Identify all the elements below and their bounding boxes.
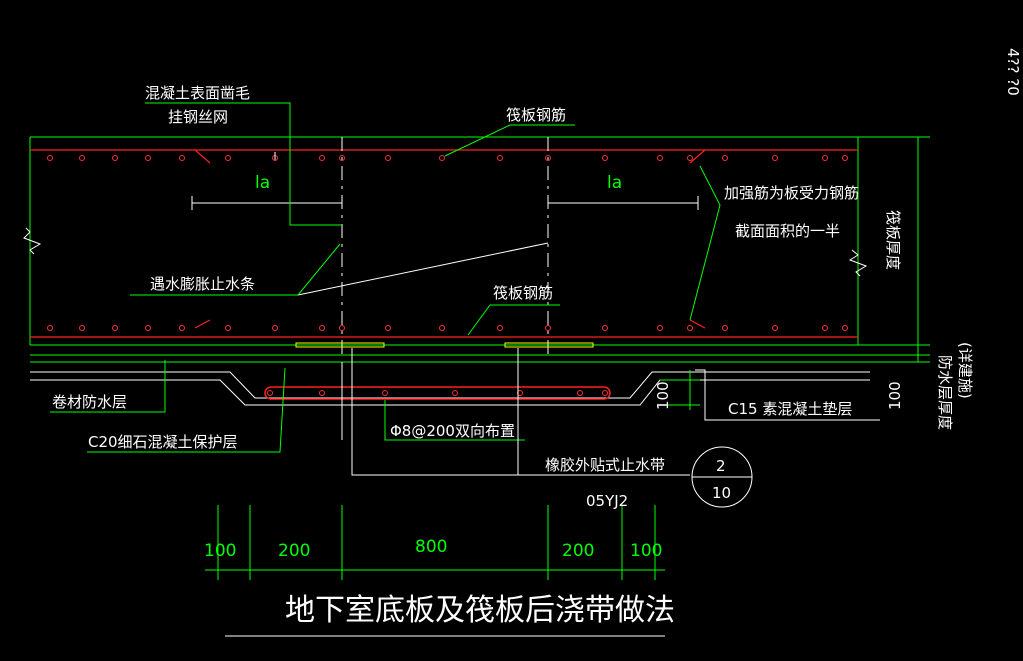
rebar-bar: [145, 325, 151, 331]
label-corner: 4?? ?0: [1004, 48, 1022, 96]
rebar-bar: [79, 155, 85, 161]
rebar-bar: [319, 325, 325, 331]
rebar-bar: [602, 390, 608, 396]
dim-4: 200: [562, 541, 594, 561]
rebar-bar: [225, 155, 231, 161]
pocket-rebar-bars: [267, 390, 608, 396]
lower-leaders: [50, 348, 700, 476]
label-rubber-stop: 橡胶外贴式止水带: [545, 456, 665, 474]
rebar-bar: [225, 325, 231, 331]
label-dim-100-left: 100: [654, 381, 672, 410]
label-top-rebar: 筏板钢筋: [506, 106, 566, 124]
rebar-bar: [602, 155, 608, 161]
slab-outline: [23, 136, 870, 363]
rebar-bar: [452, 390, 458, 396]
rebar-bar: [439, 325, 445, 331]
label-dim-100-right: 100: [886, 381, 904, 410]
label-waterproof-thickness-1: 防水层厚度: [936, 355, 954, 430]
sheet-number: 10: [712, 484, 731, 502]
rebar-bar: [772, 325, 778, 331]
label-wire-mesh: 挂钢丝网: [168, 108, 228, 126]
rebar-bar: [112, 325, 118, 331]
rebar-bar: [545, 155, 551, 161]
label-surface-rough: 混凝土表面凿毛: [145, 84, 250, 102]
rebar-bar: [339, 155, 345, 161]
dim-5: 100: [630, 541, 662, 561]
construction-joints: [341, 137, 549, 355]
label-la-right: la: [607, 173, 622, 193]
label-bar-spec: Φ8@200双向布置: [390, 422, 515, 440]
label-raft-thickness: 筏板厚度: [884, 210, 902, 270]
rebar-bar: [722, 325, 728, 331]
label-swell-strip: 遇水膨胀止水条: [150, 275, 255, 293]
rebar-bar: [385, 325, 391, 331]
rebar-bar: [179, 155, 185, 161]
rebar-bar: [385, 155, 391, 161]
rebar-bar: [842, 325, 848, 331]
rebar-bar: [687, 325, 693, 331]
rebar-bar: [79, 325, 85, 331]
rebar-bar: [822, 155, 828, 161]
rebar-bar: [842, 155, 848, 161]
dim-2: 200: [278, 541, 310, 561]
rebar-bar: [47, 155, 53, 161]
rebar-bar: [722, 155, 728, 161]
bottom-rebar-bars: [47, 325, 848, 331]
label-reinforce-1: 加强筋为板受力钢筋: [724, 184, 859, 202]
rebar-bar: [602, 325, 608, 331]
rebar-bar: [319, 155, 325, 161]
dimension-chain: [205, 505, 665, 637]
rebar-bar: [267, 390, 273, 396]
rebar-bar: [339, 325, 345, 331]
rebar-bar: [47, 325, 53, 331]
rebar-bar: [772, 155, 778, 161]
label-protect-layer: C20细石混凝土保护层: [88, 433, 238, 451]
rebar-bar: [112, 155, 118, 161]
rebar-bar: [382, 390, 388, 396]
label-atlas: 05YJ2: [586, 492, 628, 510]
top-rebar-bars: [47, 155, 848, 161]
dim-3: 800: [415, 537, 447, 557]
rebar-bar: [822, 325, 828, 331]
rubber-waterstops: [295, 342, 594, 348]
label-reinforce-2: 截面面积的一半: [735, 222, 840, 240]
dim-1: 100: [204, 541, 236, 561]
la-markers: [191, 152, 699, 210]
label-waterproof-thickness-2: (详建施): [956, 342, 974, 399]
rebar-bar: [545, 325, 551, 331]
leaders: [130, 102, 930, 363]
detail-symbol: [691, 446, 753, 508]
rebar-bar: [319, 390, 325, 396]
bottom-rebar: [30, 319, 858, 338]
drawing-title: 地下室底板及筏板后浇带做法: [285, 593, 675, 628]
rebar-bar: [497, 325, 503, 331]
rebar-bar: [179, 325, 185, 331]
rebar-bar: [577, 390, 583, 396]
rebar-bar: [145, 155, 151, 161]
rebar-bar: [439, 155, 445, 161]
rebar-bar: [657, 155, 663, 161]
label-cushion: C15 素混凝土垫层: [728, 400, 852, 418]
swell-strip-line: [297, 242, 549, 296]
lower-pocket: [30, 369, 880, 421]
label-bottom-rebar: 筏板钢筋: [493, 284, 553, 302]
top-rebar: [30, 149, 858, 164]
rebar-bar: [272, 325, 278, 331]
rebar-bar: [657, 325, 663, 331]
rebar-bar: [497, 155, 503, 161]
label-membrane: 卷材防水层: [52, 393, 127, 411]
label-la-left: la: [255, 173, 270, 193]
rebar-bar: [687, 155, 693, 161]
detail-number: 2: [716, 457, 726, 475]
